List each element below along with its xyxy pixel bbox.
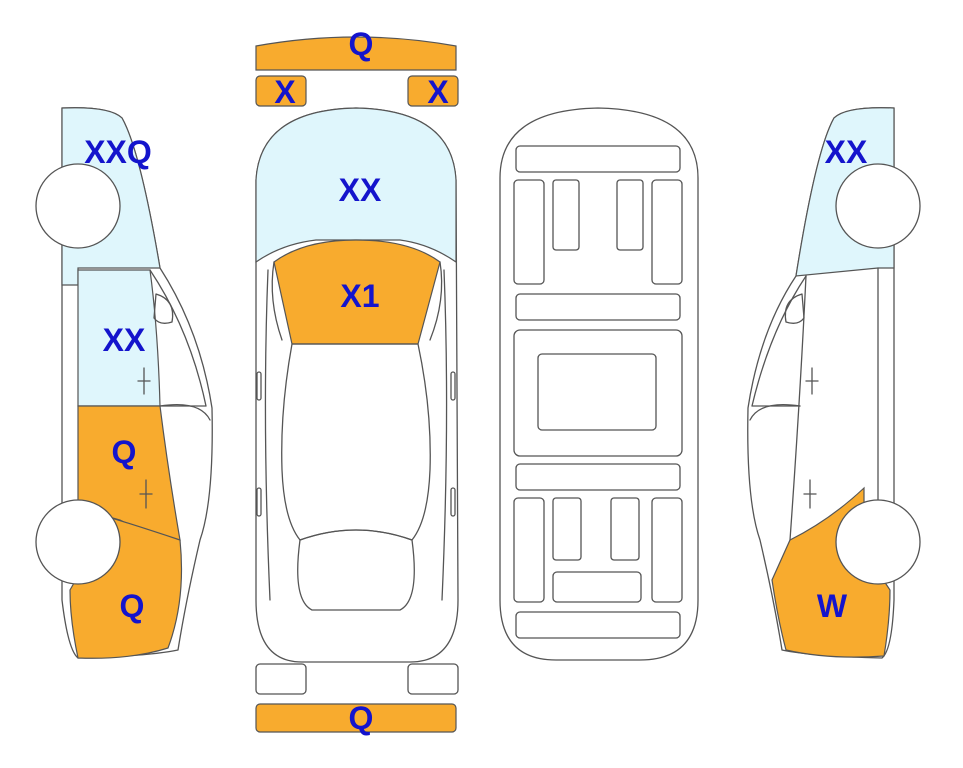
underside-cross-member-2 xyxy=(515,463,681,491)
right-mirror-panel[interactable] xyxy=(407,75,459,107)
windshield-label: XX xyxy=(339,172,382,208)
underside-rear-left-block xyxy=(513,497,545,603)
a-pillar-right xyxy=(429,261,443,341)
door-handle-right-2 xyxy=(450,487,456,517)
underside-front-right-block xyxy=(651,179,683,285)
left-side-view: XXQ XX Q Q xyxy=(35,107,213,659)
roof-outline xyxy=(281,343,431,541)
underside-rear-rail xyxy=(515,611,681,639)
hood-panel[interactable] xyxy=(273,239,441,345)
rear-light-left xyxy=(255,663,307,695)
left-rear-wheel xyxy=(35,163,121,249)
side-line-left xyxy=(264,269,271,601)
right-side-mirror xyxy=(784,293,805,324)
underside-rear-right-block xyxy=(651,497,683,603)
front-bumper-label: Q xyxy=(349,26,374,62)
underside-rear-right-slot xyxy=(610,497,640,561)
door-handle-left-1 xyxy=(256,371,262,401)
left-mirror-label: X xyxy=(274,74,296,110)
rear-bumper-panel[interactable] xyxy=(255,703,457,733)
right-door-line xyxy=(789,275,807,541)
windshield-panel[interactable] xyxy=(255,107,457,264)
underside-front-left-slot xyxy=(552,179,580,251)
front-bumper-panel[interactable] xyxy=(255,36,457,71)
left-front-wheel xyxy=(35,499,121,585)
left-mirror-panel[interactable] xyxy=(255,75,307,107)
rear-light-right xyxy=(407,663,459,695)
top-view-car: Q X X XX X1 Q xyxy=(255,26,459,736)
left-rear-door-label: XX xyxy=(103,322,146,358)
left-side-mirror xyxy=(153,293,174,324)
underside-rear-left-slot xyxy=(552,497,582,561)
side-line-right xyxy=(441,269,448,601)
underside-front-right-slot xyxy=(616,179,644,251)
right-front-fender-label: W xyxy=(817,588,848,624)
left-side-window-line xyxy=(149,269,207,407)
underside-outline xyxy=(499,107,699,661)
underside-front-rail xyxy=(515,145,681,173)
underside-front-left-block xyxy=(513,179,545,285)
rear-bumper-label: Q xyxy=(349,700,374,736)
underside-cross-member-1 xyxy=(515,293,681,321)
door-handle-left-2 xyxy=(256,487,262,517)
right-rear-quarter-label: XX xyxy=(825,134,868,170)
a-pillar-left xyxy=(271,261,283,341)
right-side-view: XX W xyxy=(747,107,921,659)
left-front-door-label: Q xyxy=(112,434,137,470)
hood-label: X1 xyxy=(340,278,379,314)
underside-mid-center xyxy=(537,353,657,431)
right-door-seam xyxy=(749,403,801,421)
left-rear-quarter-label: XXQ xyxy=(84,134,152,170)
left-front-fender-label: Q xyxy=(120,588,145,624)
underside-view xyxy=(499,107,699,661)
right-front-wheel xyxy=(835,499,921,585)
underside-mid-frame xyxy=(513,329,683,457)
rear-window-outline xyxy=(297,529,415,611)
right-rear-wheel xyxy=(835,163,921,249)
right-side-window-line xyxy=(751,275,807,407)
right-mirror-label: X xyxy=(427,74,449,110)
underside-rear-box xyxy=(552,571,642,603)
door-handle-right-1 xyxy=(450,371,456,401)
left-door-seam xyxy=(159,403,211,421)
